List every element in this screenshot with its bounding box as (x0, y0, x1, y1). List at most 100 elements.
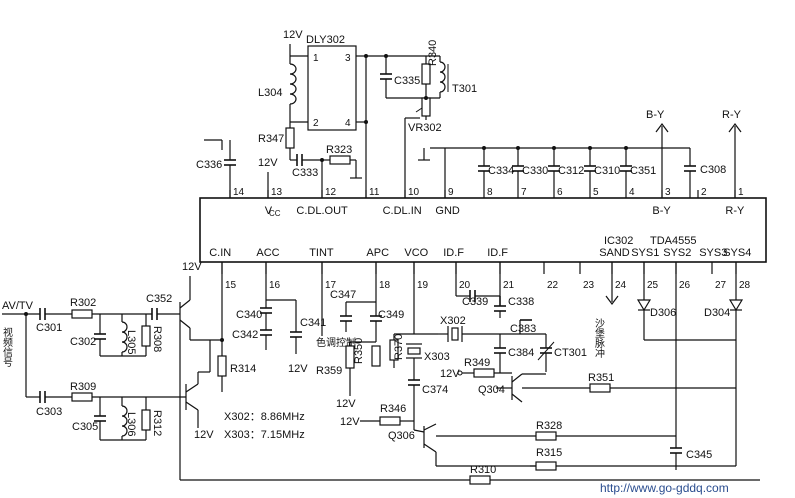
top-pin-number: 6 (557, 187, 563, 198)
supply-12v-top: 12V (283, 29, 303, 41)
top-pin-number: 8 (487, 187, 493, 198)
label-r302: R302 (70, 297, 96, 309)
top-pin-label: V (265, 205, 273, 217)
inductor-l305 (121, 321, 128, 353)
label-l306: L306 (125, 412, 137, 436)
top-pin-number: 14 (233, 187, 245, 198)
supply-12v-q304: 12V (440, 368, 460, 380)
output-label-r-y: R-Y (722, 109, 742, 121)
top-pin-number: 4 (629, 187, 635, 198)
label-t301: T301 (452, 83, 477, 95)
supply-12v-pin13: 12V (258, 157, 278, 169)
supply-12v-q-top: 12V (182, 261, 202, 273)
label-r315: R315 (536, 447, 562, 459)
bottom-pin-number: 28 (739, 280, 751, 291)
label-x303: X303 (424, 351, 450, 363)
label-c351: C351 (630, 165, 656, 177)
bottom-pin-label: SYS3 (699, 247, 727, 259)
inductor-l304 (289, 63, 297, 105)
label-r308: R308 (151, 326, 163, 352)
label-c330: C330 (522, 165, 548, 177)
label-c341: C341 (300, 317, 326, 329)
bottom-pin-label: APC (366, 247, 389, 259)
label-c310: C310 (594, 165, 620, 177)
label-d304: D304 (704, 307, 730, 319)
top-pin-label: B-Y (652, 205, 671, 217)
dly-pin4: 4 (345, 118, 351, 129)
top-pin-number: 12 (325, 187, 337, 198)
dly-pin2: 2 (313, 118, 319, 129)
bottom-pin-label: VCO (404, 247, 428, 259)
input-label-av-tv: AV/TV (2, 300, 34, 312)
bottom-pin-number: 26 (679, 280, 691, 291)
label-r312: R312 (151, 410, 163, 436)
label-r309: R309 (70, 381, 96, 393)
supply-12v-q306: 12V (340, 416, 360, 428)
note-x302: X302：8.86MHz (224, 411, 305, 423)
note-sandcastle: 沙堡脉冲 (593, 318, 605, 359)
label-r310: R310 (470, 464, 496, 476)
label-r351: R351 (588, 372, 614, 384)
top-pin-number: 3 (665, 187, 671, 198)
label-c302: C302 (70, 336, 96, 348)
bottom-pin-number: 27 (715, 280, 727, 291)
ic-ref: IC302 (604, 235, 633, 247)
top-pin-number: 1 (738, 187, 744, 198)
ic-body (199, 197, 767, 263)
bottom-pin-number: 25 (647, 280, 659, 291)
bottom-pin-label: ID.F (487, 247, 508, 259)
label-c336: C336 (196, 159, 222, 171)
bottom-pin-number: 16 (269, 280, 281, 291)
label-q306: Q306 (388, 430, 415, 442)
bottom-pin-number: 24 (615, 280, 627, 291)
bottom-pin-number: 18 (379, 280, 391, 291)
coil-t301 (439, 61, 446, 93)
vcc-subscript: CC (269, 209, 281, 218)
bottom-pin-label: SYS4 (723, 247, 751, 259)
bottom-pin-label: SYS1 (631, 247, 659, 259)
top-pin-label: C.DL.OUT (296, 205, 348, 217)
top-pin-number: 9 (448, 187, 454, 198)
output-label-b-y: B-Y (646, 109, 665, 121)
dly-pin3: 3 (345, 53, 351, 64)
supply-12v-acc: 12V (288, 363, 308, 375)
top-pin-lines (229, 190, 736, 198)
label-r347: R347 (258, 133, 284, 145)
inductor-l306 (121, 405, 128, 437)
top-pin-number: 5 (593, 187, 599, 198)
label-c345: C345 (686, 449, 712, 461)
bottom-pin-label: SYS2 (663, 247, 691, 259)
bottom-pin-label: ACC (256, 247, 279, 259)
bottom-pin-number: 21 (503, 280, 515, 291)
label-c374: C374 (422, 384, 448, 396)
label-vr302: VR302 (408, 122, 442, 134)
top-pin-number: 7 (521, 187, 527, 198)
label-l304: L304 (258, 87, 282, 99)
supply-12v-q-bottom: 12V (194, 429, 214, 441)
label-c303: C303 (36, 406, 62, 418)
label-c308: C308 (700, 164, 726, 176)
ic-part: TDA4555 (650, 235, 696, 247)
bottom-pin-number: 23 (583, 280, 595, 291)
bottom-pin-number: 19 (417, 280, 429, 291)
label-r340: R340 (427, 40, 439, 66)
label-r328: R328 (536, 420, 562, 432)
label-c333: C333 (292, 167, 318, 179)
supply-12v-apc: 12V (336, 398, 356, 410)
label-c383: C383 (510, 323, 536, 335)
label-c301: C301 (36, 322, 62, 334)
top-pin-label: C.DL.IN (383, 205, 422, 217)
label-r350: R350 (353, 338, 365, 364)
top-pin-number: 2 (701, 187, 707, 198)
note-x303: X303：7.15MHz (224, 429, 305, 441)
bottom-pin-number: 15 (225, 280, 237, 291)
bottom-pin-label: TINT (309, 247, 334, 259)
watermark: http://www.go-gddq.com (600, 481, 729, 495)
bottom-pins: 15C.IN16ACC17TINT18APC19VCO20ID.F21ID.F2… (209, 247, 751, 291)
label-c335: C335 (394, 75, 420, 87)
label-c334: C334 (488, 165, 514, 177)
label-c339: C339 (462, 296, 488, 308)
